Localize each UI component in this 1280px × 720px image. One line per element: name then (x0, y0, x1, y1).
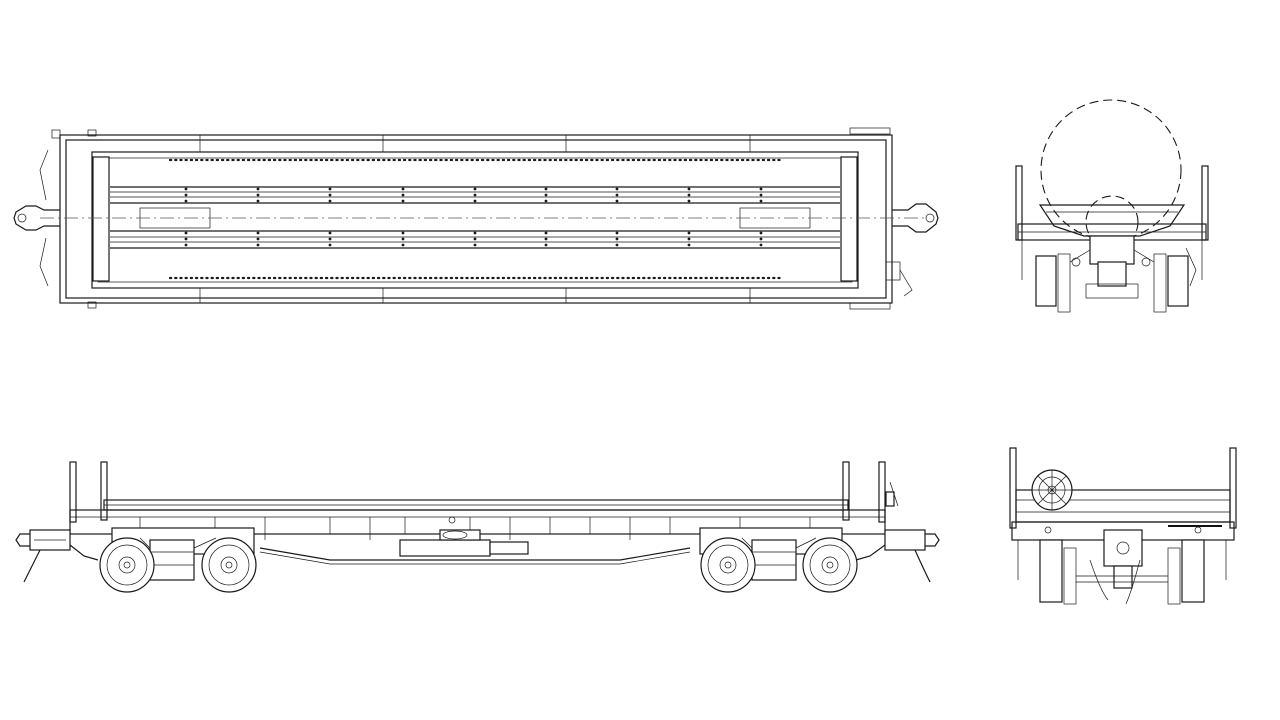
right-coupler-side (855, 481, 940, 583)
left-coupler-plan (13, 129, 97, 309)
right-truck (699, 527, 858, 593)
left-coupler-side (15, 529, 99, 583)
end-view-brake (1009, 447, 1237, 605)
right-coupler-plan (849, 127, 939, 310)
top-view (13, 127, 939, 310)
end-view-loaded (1015, 99, 1209, 313)
left-truck (99, 527, 257, 593)
side-view (15, 461, 940, 593)
